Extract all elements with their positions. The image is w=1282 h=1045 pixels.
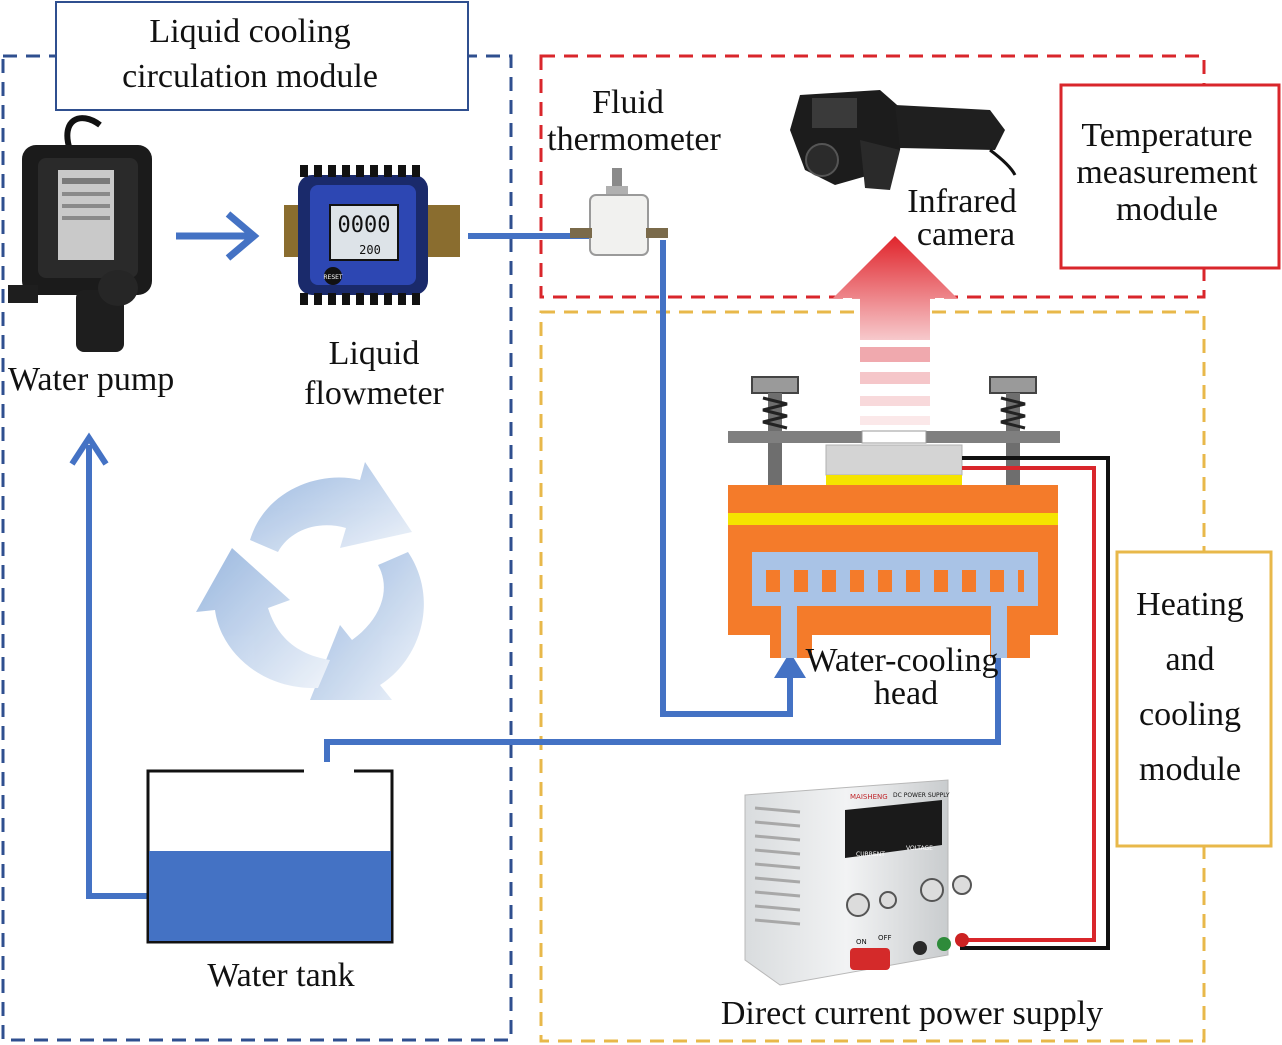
heating-title-line4: module bbox=[1139, 751, 1241, 788]
power-wires bbox=[960, 456, 1110, 950]
label-power-supply: Direct current power supply bbox=[721, 995, 1103, 1032]
infrared-camera bbox=[790, 90, 1017, 190]
psu-off-label: OFF bbox=[878, 934, 892, 942]
label-thermometer-line1: Fluid bbox=[592, 84, 664, 121]
liquid-cooling-module-title: Liquid cooling circulation module bbox=[55, 1, 469, 111]
heating-title-line2: and bbox=[1165, 641, 1214, 678]
label-flowmeter-line2: flowmeter bbox=[304, 375, 444, 412]
label-camera-line1: Infrared bbox=[907, 183, 1016, 220]
psu-voltage-label: VOLTAGE bbox=[906, 845, 933, 852]
label-flowmeter-line1: Liquid bbox=[329, 335, 420, 372]
heating-cooling-module-title: Heating and cooling module bbox=[1115, 550, 1273, 848]
temperature-module-title: Temperature measurement module bbox=[1059, 83, 1281, 270]
arrow-head-into-cooling-head bbox=[774, 652, 806, 678]
recirculation-icon bbox=[196, 462, 424, 700]
psu-brand: MAISHENG bbox=[850, 793, 888, 801]
dc-power-supply: MAISHENG DC POWER SUPPLY CURRENT VOLTAGE… bbox=[744, 779, 972, 986]
wire-red bbox=[962, 466, 1096, 942]
label-cooling-head-line1: Water-cooling bbox=[806, 642, 999, 679]
heat-radiation-arrow bbox=[833, 236, 957, 425]
liquid-flowmeter: 0000 200 RESET bbox=[284, 165, 460, 305]
fluid-thermometer bbox=[570, 168, 668, 256]
psu-current-label: CURRENT bbox=[856, 851, 885, 858]
pipe-tank-to-pump bbox=[86, 445, 148, 899]
arrow-head-into-pump bbox=[69, 432, 109, 466]
temperature-title-line1: Temperature bbox=[1081, 117, 1252, 154]
liquid-cooling-title-line2: circulation module bbox=[122, 58, 378, 95]
water-tank bbox=[146, 762, 394, 944]
label-water-pump: Water pump bbox=[8, 361, 174, 398]
temperature-title-line3: module bbox=[1116, 191, 1218, 228]
liquid-cooling-title-line1: Liquid cooling bbox=[149, 13, 350, 50]
cooling-head-assembly bbox=[728, 376, 1060, 658]
psu-on-label: ON bbox=[856, 938, 867, 946]
heating-title-line3: cooling bbox=[1139, 696, 1241, 733]
label-camera-line2: camera bbox=[917, 216, 1015, 253]
water-pump bbox=[8, 115, 152, 352]
flowmeter-display-main: 0000 bbox=[338, 213, 391, 238]
label-water-tank: Water tank bbox=[207, 957, 354, 994]
wire-black bbox=[960, 456, 1110, 950]
label-thermometer-line2: thermometer bbox=[547, 121, 721, 158]
temperature-title-line2: measurement bbox=[1076, 154, 1258, 191]
label-cooling-head-line2: head bbox=[874, 675, 938, 712]
flowmeter-reset-label: RESET bbox=[323, 274, 343, 281]
psu-model: DC POWER SUPPLY bbox=[893, 792, 950, 799]
pipe-thermometer-to-head bbox=[660, 240, 793, 717]
heating-title-line1: Heating bbox=[1136, 586, 1244, 623]
flowmeter-display-sub: 200 bbox=[359, 243, 381, 257]
arrow-pump-to-flowmeter bbox=[176, 211, 260, 261]
